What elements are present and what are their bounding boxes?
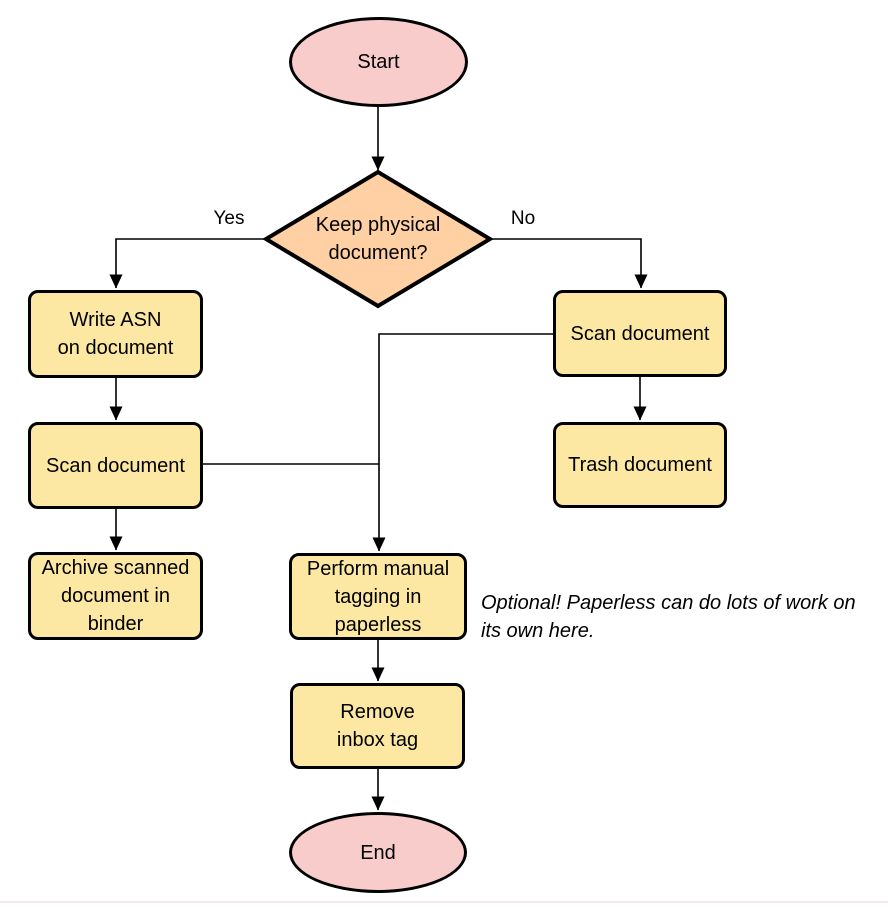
node-manual-tagging: Perform manual tagging in paperless xyxy=(289,553,467,640)
node-trash-document: Trash document xyxy=(553,422,727,508)
node-end-label: End xyxy=(360,841,396,864)
edge-scan-right-to-tagging xyxy=(372,333,553,552)
node-decision-label: Keep physical document? xyxy=(315,214,441,264)
node-decision: Keep physical document? xyxy=(262,169,494,309)
edge-label-no: No xyxy=(510,208,536,229)
node-write-asn: Write ASN on document xyxy=(28,290,203,378)
node-end: End xyxy=(289,812,467,893)
decision-diamond-shape xyxy=(262,169,494,309)
node-scan-document-right-label: Scan document xyxy=(570,322,710,345)
optional-annotation: Optional! Paperless can do lots of work … xyxy=(481,592,856,642)
node-write-asn-label: Write ASN on document xyxy=(57,309,174,359)
node-manual-tagging-label: Perform manual tagging in paperless xyxy=(306,557,450,636)
node-archive-binder: Archive scanned document in binder xyxy=(28,552,203,640)
node-remove-inbox-tag-label: Remove inbox tag xyxy=(336,701,419,751)
node-archive-binder-label: Archive scanned document in binder xyxy=(41,557,190,635)
node-scan-document-right: Scan document xyxy=(553,290,727,377)
node-start-label: Start xyxy=(357,51,400,73)
page-bottom-divider xyxy=(0,901,888,903)
node-trash-document-label: Trash document xyxy=(568,454,712,476)
edge-decision-no-to-scan-right xyxy=(491,238,648,289)
node-start: Start xyxy=(289,17,468,107)
node-remove-inbox-tag: Remove inbox tag xyxy=(290,683,465,769)
node-scan-document-left: Scan document xyxy=(28,422,203,509)
node-scan-document-left-label: Scan document xyxy=(46,454,185,477)
edge-label-yes: Yes xyxy=(213,208,245,229)
edge-decision-yes-to-write-asn xyxy=(109,238,266,289)
